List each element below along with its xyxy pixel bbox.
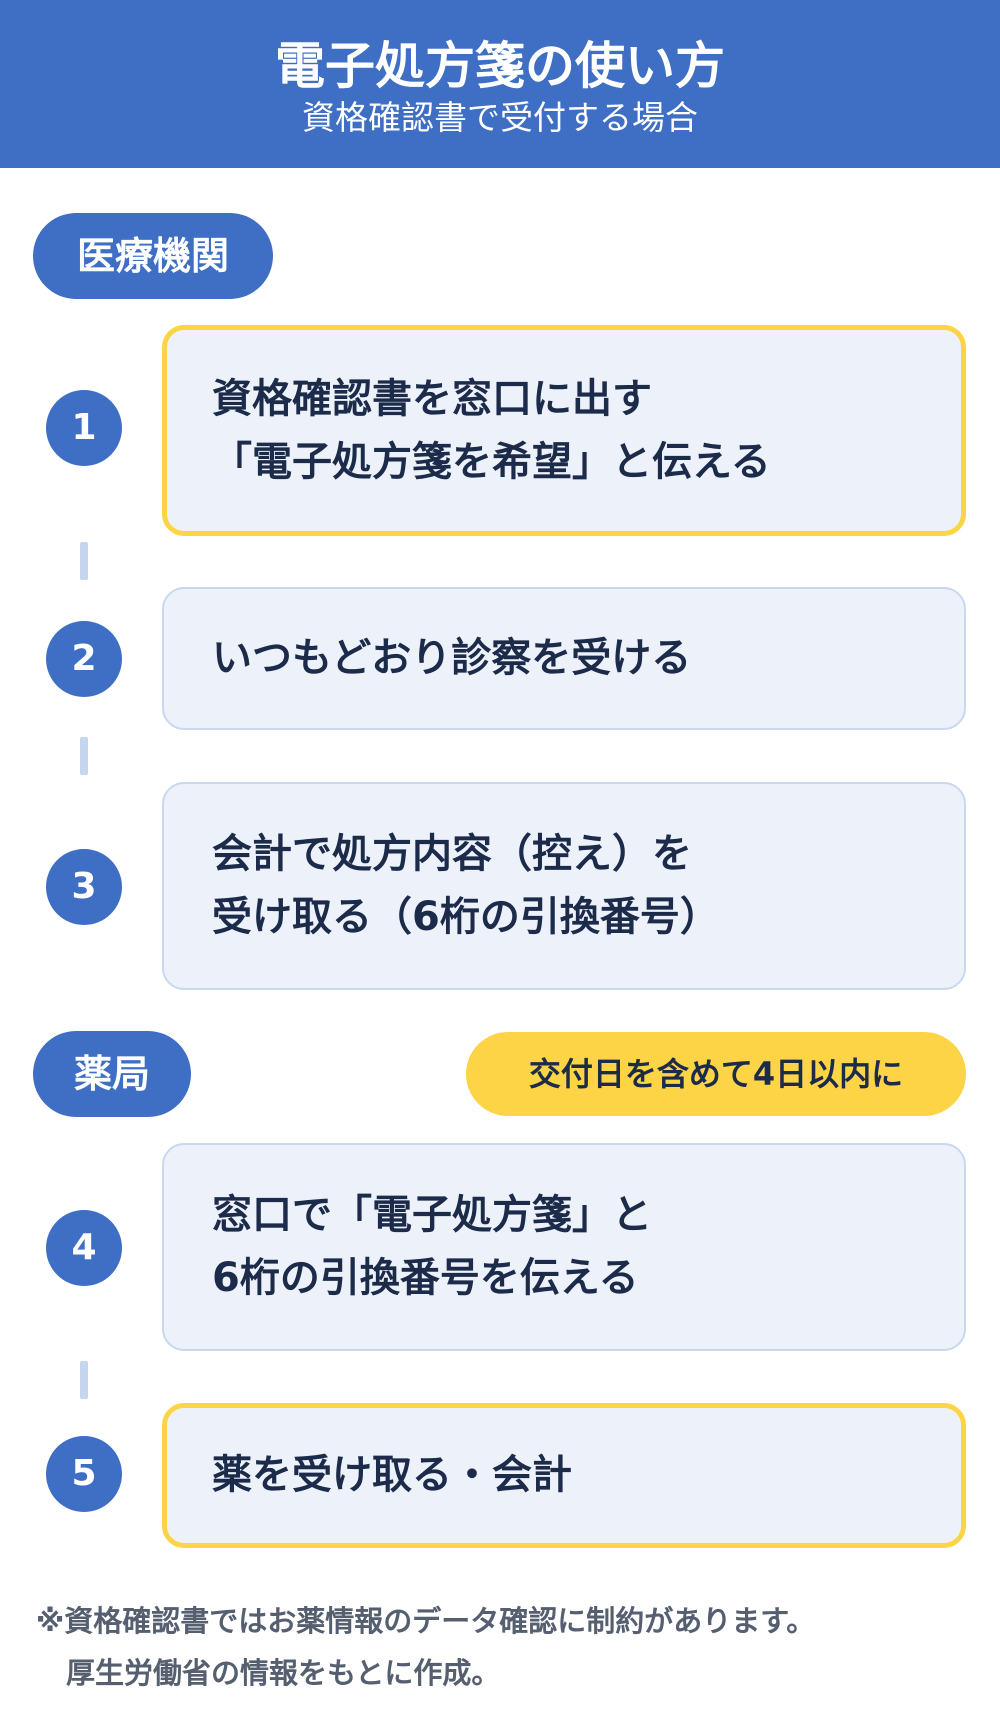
footnote-line-2: 厚生労働省の情報をもとに作成。 xyxy=(66,1656,501,1690)
step-1-line-2: 「電子処方箋を希望」と伝える xyxy=(212,438,771,485)
footnote: ※資格確認書ではお薬情報のデータ確認に制約があります。 厚生労働省の情報をもとに… xyxy=(36,1595,976,1699)
step-4-line-1: 窓口で「電子処方箋」と xyxy=(212,1192,652,1238)
step-card-3: 会計で処方内容（控え）を 受け取る（6桁の引換番号） xyxy=(162,782,966,990)
deadline-badge: 交付日を含めて4日以内に xyxy=(466,1032,966,1116)
step-3-line-2: 受け取る（6桁の引換番号） xyxy=(212,894,720,940)
section-label-pharmacy: 薬局 xyxy=(33,1031,191,1117)
step-number-5: 5 xyxy=(46,1436,122,1512)
step-connector xyxy=(80,542,88,580)
step-4-line-2: 6桁の引換番号を伝える xyxy=(212,1255,639,1301)
step-1-line-1: 資格確認書を窓口に出す xyxy=(212,375,652,422)
section-label-clinic: 医療機関 xyxy=(33,213,273,299)
step-3-line-1: 会計で処方内容（控え）を xyxy=(212,831,692,877)
step-card-1: 資格確認書を窓口に出す 「電子処方箋を希望」と伝える xyxy=(162,325,966,536)
step-card-2: いつもどおり診察を受ける xyxy=(162,587,966,730)
step-connector xyxy=(80,1361,88,1399)
step-2-line-1: いつもどおり診察を受ける xyxy=(212,635,692,681)
step-number-3: 3 xyxy=(46,849,122,925)
step-card-4: 窓口で「電子処方箋」と 6桁の引換番号を伝える xyxy=(162,1143,966,1351)
step-number-2: 2 xyxy=(46,621,122,697)
header-banner: 電子処方箋の使い方 資格確認書で受付する場合 xyxy=(0,0,1000,168)
page-subtitle: 資格確認書で受付する場合 xyxy=(302,98,698,137)
step-number-4: 4 xyxy=(46,1210,122,1286)
step-number-1: 1 xyxy=(46,390,122,466)
footnote-line-1: ※資格確認書ではお薬情報のデータ確認に制約があります。 xyxy=(36,1604,816,1638)
step-connector xyxy=(80,737,88,775)
step-card-5: 薬を受け取る・会計 xyxy=(162,1403,966,1548)
page-title: 電子処方箋の使い方 xyxy=(275,37,725,95)
step-5-line-1: 薬を受け取る・会計 xyxy=(212,1452,572,1498)
